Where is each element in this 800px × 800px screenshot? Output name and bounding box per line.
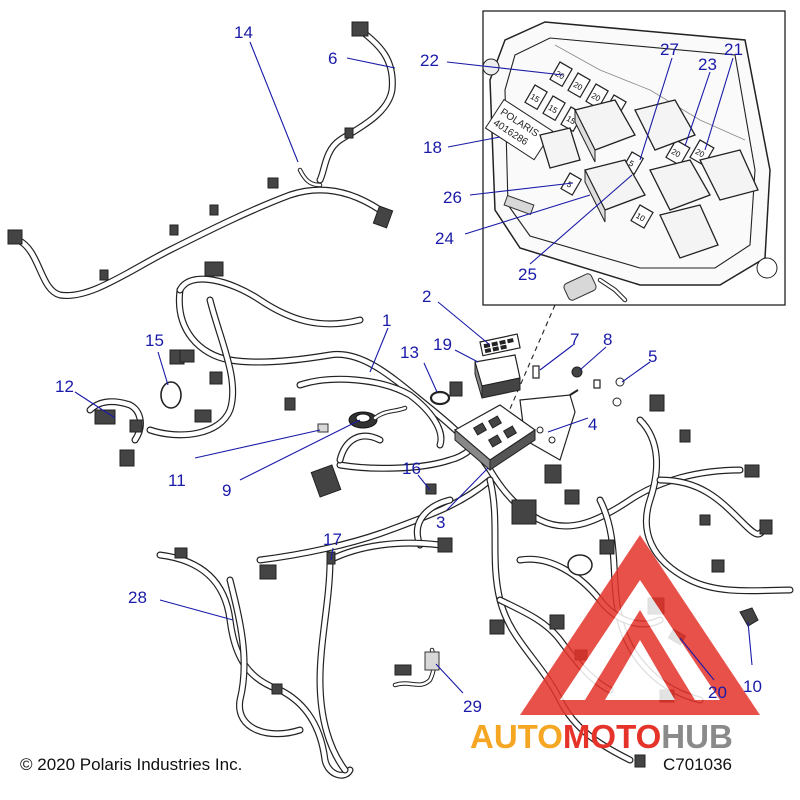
- callout-7: 7: [570, 330, 579, 349]
- front-harness-connector: [7, 229, 23, 245]
- relay: [699, 149, 759, 201]
- callout-23: 23: [698, 55, 717, 74]
- fuse-rating: 5: [565, 180, 574, 190]
- callout-4: 4: [588, 415, 597, 434]
- fuse-label-decal: [479, 333, 521, 357]
- callout-9: 9: [222, 481, 231, 500]
- callout-1: 1: [382, 311, 391, 330]
- callout-15: 15: [145, 331, 164, 350]
- relay: [539, 127, 581, 169]
- watermark-part-moto: MOTO: [563, 718, 661, 755]
- watermark-part-hub: HUB: [661, 718, 733, 755]
- callout-20: 20: [708, 683, 727, 702]
- drawing-number: C701036: [663, 755, 733, 774]
- nut: [571, 366, 583, 378]
- front-harness: [7, 21, 396, 300]
- callout-22: 22: [420, 51, 439, 70]
- callout-21: 21: [724, 40, 743, 59]
- fuse-rating: 5: [627, 159, 636, 169]
- callout-13: 13: [400, 343, 419, 362]
- callout-28: 28: [128, 588, 147, 607]
- callout-29: 29: [463, 697, 482, 716]
- callout-11: 11: [168, 471, 186, 490]
- callout-10: 10: [743, 677, 762, 696]
- fuse-box-rim: [504, 37, 756, 269]
- relay-group: [539, 99, 759, 259]
- callout-3: 3: [436, 513, 445, 532]
- callout-6: 6: [328, 49, 337, 68]
- callout-12: 12: [55, 377, 74, 396]
- inline-connector: [425, 483, 437, 495]
- front-harness-connector: [372, 205, 394, 229]
- relay: [659, 204, 719, 259]
- callout-24: 24: [435, 229, 454, 248]
- inset-connector: [482, 58, 778, 303]
- bolt: [532, 365, 540, 379]
- small-clip: [317, 423, 329, 433]
- hose-clamp: [429, 390, 451, 406]
- bolt: [593, 379, 601, 389]
- relay: [634, 99, 696, 151]
- nut: [615, 377, 625, 387]
- callout-26: 26: [443, 188, 462, 207]
- fasteners: [532, 365, 625, 407]
- front-harness-connector: [351, 21, 369, 37]
- callout-14: 14: [234, 23, 253, 42]
- callout-5: 5: [648, 347, 657, 366]
- inset-detail: POLARIS 4016286 20 20 20 20 15 15 15 15 …: [482, 10, 786, 306]
- control-module: [474, 354, 521, 399]
- harness-29: [392, 647, 440, 688]
- relay: [649, 159, 711, 211]
- callout-leaders: [74, 41, 753, 694]
- watermark-logo: [520, 535, 760, 715]
- watermark-text: AUTOMOTOHUB: [470, 718, 733, 755]
- connector-cluster: [86, 398, 144, 467]
- grommet: [348, 405, 408, 429]
- callout-27: 27: [660, 40, 679, 59]
- callout-2: 2: [422, 287, 431, 306]
- copyright-notice: © 2020 Polaris Industries Inc.: [20, 755, 243, 774]
- callout-8: 8: [603, 330, 612, 349]
- callout-25: 25: [518, 265, 537, 284]
- callout-17: 17: [323, 530, 342, 549]
- callout-19: 19: [433, 335, 452, 354]
- callout-16: 16: [402, 459, 421, 478]
- callout-18: 18: [423, 138, 442, 157]
- callout-labels: 1 2 3 4 5 6 7 8 9 10 11 12 13 14 15 16 1…: [55, 23, 762, 716]
- watermark-part-auto: AUTO: [470, 718, 563, 755]
- fuse-box: [453, 404, 537, 472]
- harness-28: [156, 537, 453, 779]
- harness-clip: [739, 607, 759, 627]
